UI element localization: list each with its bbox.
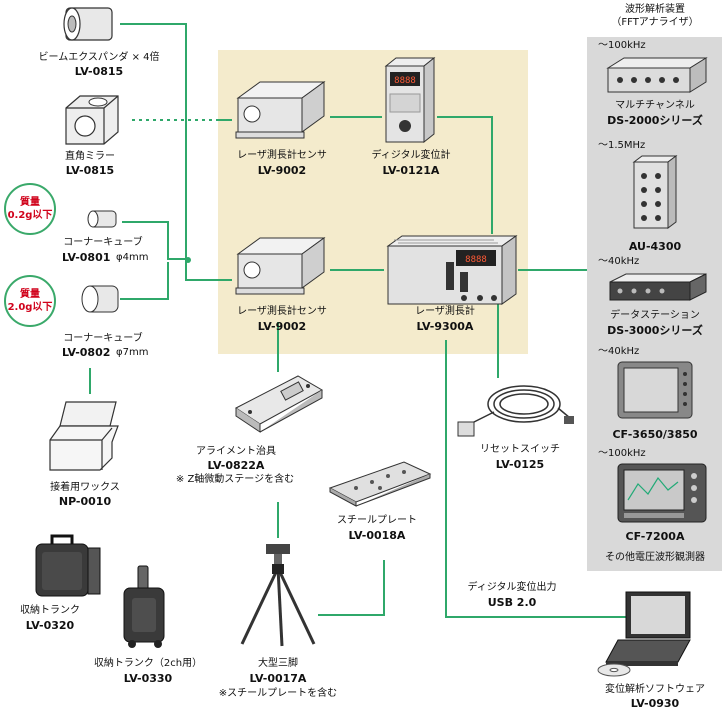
beam-expander-code: LV-0815 (74, 65, 124, 78)
mass-badge-1-bottom: 0.2g以下 (7, 210, 53, 221)
steel-plate-name: スチールプレート (337, 515, 417, 526)
connector-tripod-plate (318, 560, 385, 616)
corner-cube-1-name: コーナーキューブ (63, 237, 143, 248)
mass-badge-1: 質量 0.2g以下 (4, 183, 56, 235)
corner-cube-2-name: コーナーキューブ (63, 333, 143, 344)
sensor-top-image[interactable] (232, 76, 330, 142)
cf7200-image[interactable] (614, 460, 710, 526)
sensor-bottom-name: レーザ測長計センサ (237, 306, 327, 317)
cf7200-freq: ～100kHz (598, 448, 646, 459)
beam-expander-name: ビームエクスパンダ × 4倍 (38, 52, 160, 63)
meter-display: 8888 (465, 255, 487, 265)
steel-plate-image[interactable] (326, 458, 434, 510)
trunk-2-image[interactable] (118, 564, 174, 650)
junction-dot (185, 257, 191, 263)
meter-image[interactable]: 8888 (384, 232, 520, 308)
sensor-bottom-image[interactable] (232, 232, 330, 298)
mass-badge-2-top: 質量 (20, 289, 40, 300)
connector-gauge-meter (437, 116, 493, 234)
wax-case-image[interactable] (40, 396, 130, 476)
fft-header-subtitle: （FFTアナライザ） (611, 17, 699, 28)
cf7200-code: CF-7200A (625, 530, 685, 543)
tripod-note: ※スチールプレートを含む (218, 688, 338, 699)
cf3650-code: CF-3650/3850 (612, 428, 698, 441)
alignment-jig-image[interactable] (228, 372, 328, 436)
gauge-display: 8888 (394, 76, 416, 86)
wax-code: NP-0010 (58, 495, 112, 508)
connector-usb (445, 340, 630, 618)
connector-beam-expander (120, 23, 232, 281)
gauge-name: ディジタル変位計 (371, 150, 451, 161)
corner-cube-1-dim: φ4mm (116, 252, 149, 263)
ds2000-image[interactable] (604, 54, 710, 96)
ds3000-code: DS-3000シリーズ (607, 324, 703, 337)
corner-cube-2-image[interactable] (78, 281, 122, 317)
gauge-code: LV-0121A (382, 164, 440, 177)
alignment-note: ※ Z軸微動ステージを含む (175, 474, 295, 485)
cf3650-freq: ～40kHz (598, 346, 640, 357)
mirror-code: LV-0815 (65, 164, 115, 177)
reset-switch-code: LV-0125 (495, 458, 545, 471)
laptop-image[interactable] (596, 586, 700, 682)
beam-expander-image[interactable] (60, 4, 122, 44)
alignment-name: アライメント治具 (196, 446, 276, 457)
corner-cube-2-dim: φ7mm (116, 347, 149, 358)
meter-code: LV-9300A (416, 320, 474, 333)
sensor-top-name: レーザ測長計センサ (237, 150, 327, 161)
trunk-1-image[interactable] (30, 532, 106, 602)
ds3000-freq: ～40kHz (598, 256, 640, 267)
sensor-top-code: LV-9002 (257, 164, 307, 177)
corner-cube-2-code: LV-0802 (62, 346, 111, 359)
mass-badge-2-bottom: 2.0g以下 (7, 302, 53, 313)
mass-badge-2: 質量 2.0g以下 (4, 275, 56, 327)
tripod-code: LV-0017A (249, 672, 307, 685)
software-code: LV-0930 (630, 697, 680, 710)
mass-badge-1-top: 質量 (20, 197, 40, 208)
ds3000-name: データステーション (610, 310, 700, 321)
tripod-name: 大型三脚 (258, 658, 298, 669)
mirror-image[interactable] (60, 92, 124, 148)
software-name: 変位解析ソフトウェア (605, 684, 705, 695)
fft-header-title: 波形解析装置 (625, 4, 685, 15)
trunk-2-code: LV-0330 (123, 672, 173, 685)
corner-cube-1-image[interactable] (84, 207, 120, 231)
mirror-name: 直角ミラー (65, 151, 115, 162)
digital-output-name: ディジタル変位出力 (467, 582, 557, 593)
connector-corner-cube-2 (120, 262, 169, 300)
trunk-1-code: LV-0320 (25, 619, 75, 632)
au4300-code: AU-4300 (628, 240, 682, 253)
reset-switch-image[interactable] (454, 378, 578, 442)
ds2000-freq: ～100kHz (598, 40, 646, 51)
ds2000-name: マルチチャンネル (615, 100, 695, 111)
ds2000-code: DS-2000シリーズ (607, 114, 703, 127)
corner-cube-1-code: LV-0801 (62, 251, 111, 264)
trunk-1-name: 収納トランク (20, 605, 80, 616)
cf3650-image[interactable] (614, 358, 698, 422)
steel-plate-code: LV-0018A (348, 529, 406, 542)
digital-output-code: USB 2.0 (487, 596, 537, 609)
reset-switch-name: リセットスイッチ (480, 444, 560, 455)
meter-name: レーザ測長計 (415, 306, 475, 317)
au4300-freq: ～1.5MHz (598, 140, 646, 151)
tripod-image[interactable] (236, 540, 320, 650)
other-devices-label: その他電圧波形観測器 (605, 552, 705, 563)
sensor-bottom-code: LV-9002 (257, 320, 307, 333)
trunk-2-name: 収納トランク（2ch用） (93, 658, 203, 669)
connector-corner-cube-1 (122, 221, 188, 260)
au4300-image[interactable] (630, 154, 680, 232)
alignment-code: LV-0822A (207, 459, 265, 472)
wax-name: 接着用ワックス (50, 482, 120, 493)
gauge-image[interactable]: 8888 (382, 56, 438, 146)
ds3000-image[interactable] (606, 270, 710, 304)
